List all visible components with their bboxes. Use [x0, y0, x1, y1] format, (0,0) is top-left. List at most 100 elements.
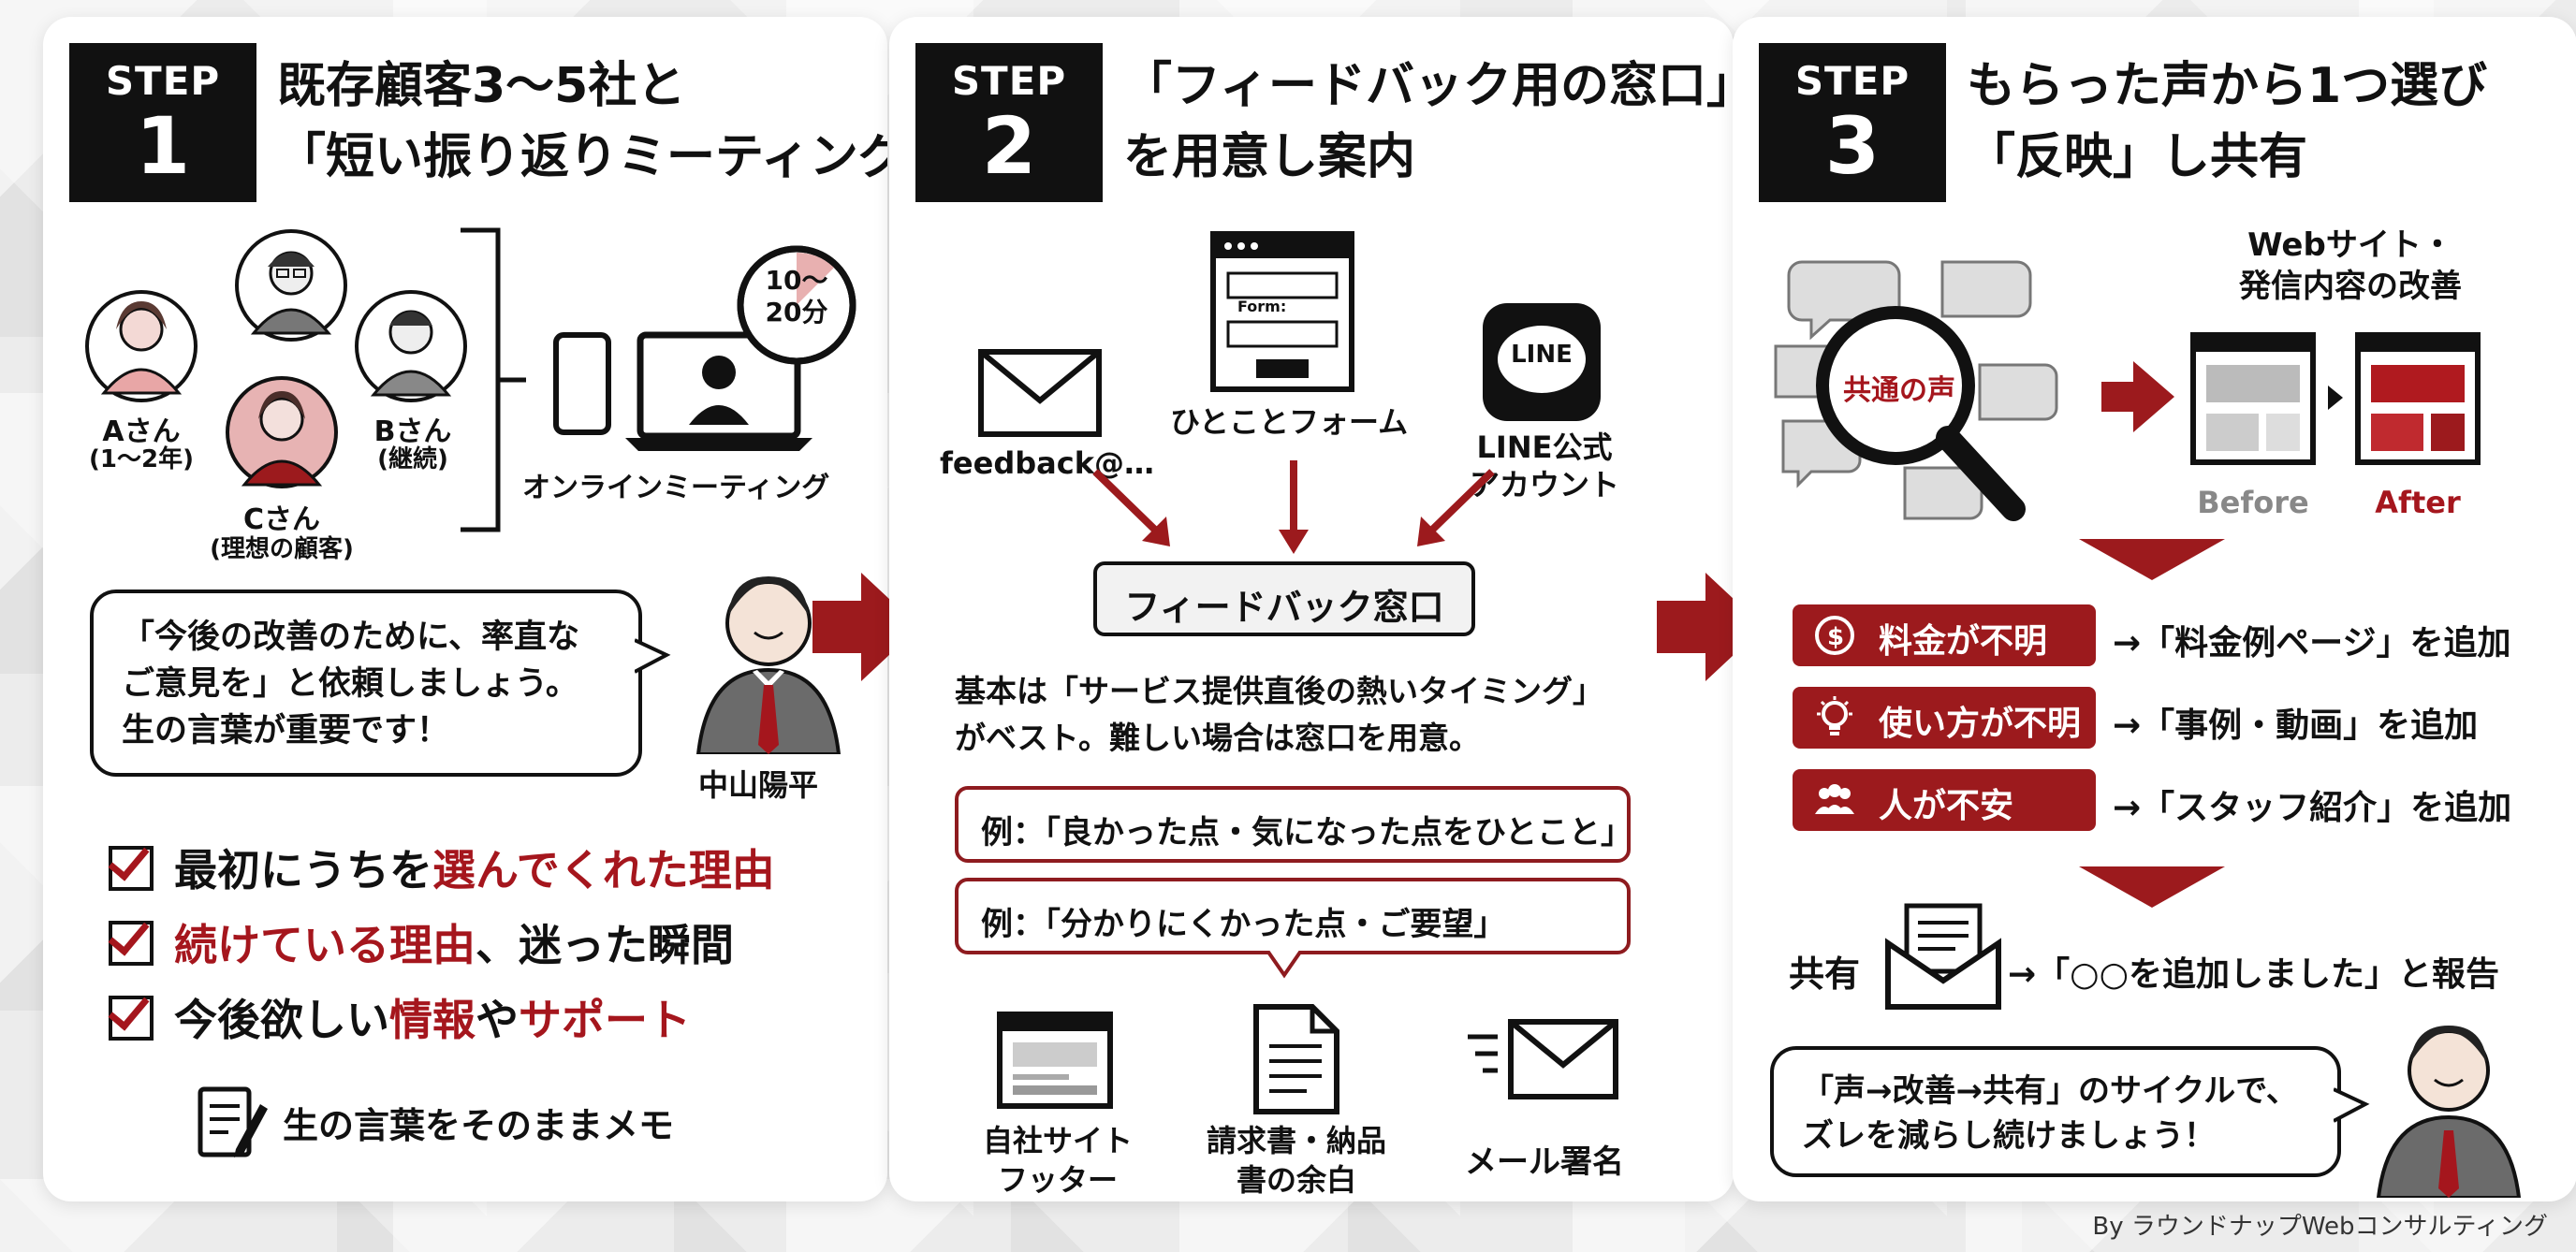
- feedback-window-box: フィードバック窓口: [1093, 561, 1475, 636]
- example-tail-shape: [1266, 951, 1303, 979]
- check-row-2: 続けている理由、迷った瞬間: [109, 911, 734, 973]
- timer-line2: 20分: [765, 297, 828, 328]
- desc-line2: がベスト。難しい場合は窓口を用意。: [955, 720, 1480, 756]
- web-improve-label: Webサイト・ 発信内容の改善: [2182, 225, 2519, 307]
- form-window-icon: [1210, 231, 1354, 392]
- issue-people-action: →「スタッフ紹介」を追加: [2113, 789, 2512, 827]
- issue-price-label: 料金が不明: [1879, 622, 2048, 661]
- bubble-line2: ご意見を」と依頼しましょう。: [122, 665, 578, 703]
- step1-badge-label: STEP: [105, 58, 221, 104]
- place-2-label: 請求書・納品 書の余白: [1189, 1121, 1404, 1200]
- timer-line1: 10〜: [765, 265, 828, 296]
- place-1-line1: 自社サイト: [982, 1123, 1133, 1158]
- step3-title-line2: 「反映」し共有: [1967, 129, 2308, 185]
- line-label: LINE公式 アカウント: [1451, 429, 1638, 503]
- down-triangle-2-icon: [2079, 866, 2225, 908]
- step1-badge-number: 1: [135, 100, 191, 192]
- form-label: ひとことフォーム: [1170, 404, 1409, 440]
- check3-highlight-1: 情報: [389, 995, 476, 1045]
- improve-arrow-icon: [2101, 361, 2174, 432]
- invoice-document-icon: [1253, 1004, 1339, 1114]
- step2-badge-number: 2: [981, 100, 1037, 192]
- form-text: Form:: [1237, 298, 1287, 315]
- step3-panel: STEP 3 もらった声から1つ選び 「反映」し共有 共通の声 Webサイト・ …: [1733, 17, 2576, 1201]
- share-action: →「○○を追加しました」と報告: [2008, 955, 2499, 994]
- person-c-sub: (理想の顧客): [210, 535, 354, 563]
- email-signature-icon: [1468, 1019, 1618, 1099]
- person-c-label: Cさん: [242, 503, 321, 536]
- mail-label: feedback@…: [940, 445, 1154, 481]
- issue-price-action: →「料金例ページ」を追加: [2113, 624, 2511, 662]
- place-1-line2: フッター: [997, 1162, 1118, 1198]
- people-icon: [1815, 784, 1854, 814]
- person-b-label: Bさん: [373, 415, 452, 448]
- step2-title-line1: 「フィードバック用の窓口」: [1123, 58, 1734, 114]
- bubble-line1: 「今後の改善のために、率直な: [122, 619, 579, 656]
- checkbox-icon: [109, 921, 154, 966]
- step3-title-line1: もらった声から1つ選び: [1967, 58, 2488, 114]
- web-line1: Webサイト・: [2247, 226, 2453, 264]
- check1-text: 最初にうちを: [174, 845, 432, 895]
- bracket-shape: [461, 227, 526, 532]
- line-bubble-shape: [1498, 326, 1586, 393]
- line-icon-text: LINE: [1511, 341, 1573, 369]
- place-2-line1: 請求書・納品: [1206, 1123, 1386, 1158]
- step2-title-line2: を用意し案内: [1123, 129, 1416, 185]
- dollar-icon: $: [1815, 616, 1854, 655]
- closing-speaker-icon: [2376, 1026, 2522, 1198]
- down-triangle-1-icon: [2079, 539, 2225, 580]
- step1-badge: STEP 1: [69, 43, 256, 202]
- person-a-sub: (1〜2年): [89, 445, 194, 473]
- before-after-arrow-icon: [2328, 386, 2343, 410]
- magnifier-voices-icon: [1774, 260, 2058, 521]
- issue-price: $ 料金が不明: [1793, 604, 2096, 666]
- desc-line1: 基本は「サービス提供直後の熱いタイミング」: [955, 673, 1603, 709]
- place-2-line2: 書の余白: [1236, 1162, 1356, 1198]
- step1-title-line2: 「短い振り返りミーティング」: [277, 129, 887, 185]
- issue-usage-label: 使い方が不明: [1879, 705, 2082, 743]
- website-footer-icon: [997, 1012, 1113, 1109]
- step1-panel: STEP 1 既存顧客3〜5社と 「短い振り返りミーティング」 Aさん (1〜2…: [43, 17, 887, 1201]
- bubble-line3: 生の言葉が重要です！: [122, 712, 450, 750]
- memo-notepad-icon: [198, 1086, 268, 1157]
- lightbulb-icon: [1817, 696, 1852, 735]
- footer-credit: By ラウンドナップWebコンサルティング: [2092, 1213, 2548, 1241]
- after-label: After: [2375, 485, 2461, 520]
- example-2: 例：「分かりにくかった点・ご要望」: [955, 878, 1631, 954]
- timer-text: 10〜 20分: [759, 265, 834, 328]
- check-row-3: 今後欲しい情報やサポート: [109, 986, 691, 1048]
- checkbox-icon: [109, 846, 154, 891]
- common-voice-label: 共通の声: [1843, 374, 1955, 407]
- check2-highlight: 続けている理由: [174, 920, 476, 970]
- before-page-icon: [2190, 332, 2316, 465]
- panel-arrow-1-icon: [812, 573, 919, 681]
- check3-highlight-2: サポート: [519, 995, 691, 1045]
- cycle-bubble-tail-shape: [2334, 1087, 2370, 1123]
- cycle-line1: 「声→改善→共有」のサイクルで、: [1802, 1072, 2298, 1110]
- place-1-label: 自社サイト フッター: [955, 1121, 1161, 1200]
- step3-badge-label: STEP: [1794, 58, 1910, 104]
- share-envelope-icon: [1885, 903, 2001, 1010]
- step2-badge: STEP 2: [915, 43, 1103, 202]
- svg-text:$: $: [1827, 623, 1844, 651]
- check-row-1: 最初にうちを選んでくれた理由: [109, 837, 775, 898]
- before-label: Before: [2197, 485, 2309, 520]
- check3-text: 今後欲しい: [174, 995, 389, 1045]
- customer-avatars-icon: [85, 229, 467, 488]
- advice-bubble: 「今後の改善のために、率直な ご意見を」と依頼しましょう。 生の言葉が重要です！: [90, 590, 642, 777]
- issue-people: 人が不安: [1793, 769, 2096, 831]
- speaker-avatar-icon: [695, 576, 842, 754]
- issue-people-label: 人が不安: [1879, 787, 2014, 825]
- line-icon: LINE: [1483, 303, 1601, 421]
- online-meeting-label: オンラインミーティング: [522, 472, 830, 504]
- cycle-line2: ズレを減らし続けましょう！: [1802, 1117, 2216, 1155]
- web-line2: 発信内容の改善: [2239, 268, 2462, 305]
- step1-title-line1: 既存顧客3〜5社と: [277, 58, 686, 114]
- example-1: 例：「良かった点・気になった点をひとこと」: [955, 786, 1632, 863]
- check1-highlight: 選んでくれた理由: [432, 845, 775, 895]
- memo-label: 生の言葉をそのままメモ: [283, 1105, 675, 1146]
- check2-text: 、迷った瞬間: [476, 920, 734, 970]
- step2-badge-label: STEP: [951, 58, 1067, 104]
- bubble-tail-shape: [635, 638, 671, 674]
- person-b-sub: (継続): [377, 445, 448, 473]
